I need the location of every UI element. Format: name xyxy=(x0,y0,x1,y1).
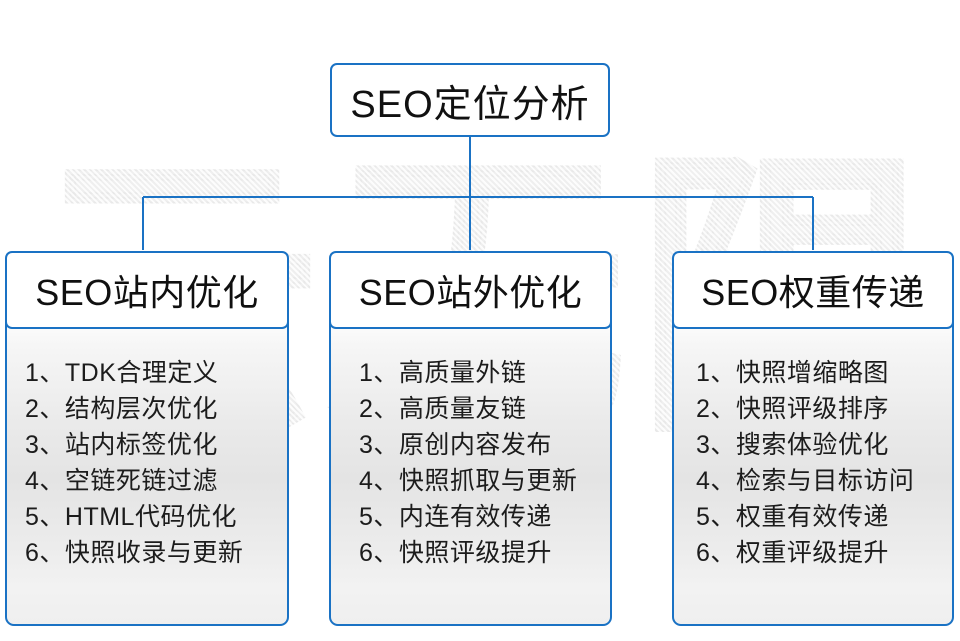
list-item[interactable]: 4、检索与目标访问 xyxy=(696,467,915,495)
list-item[interactable]: 5、权重有效传递 xyxy=(696,503,889,531)
root-node[interactable]: SEO定位分析 xyxy=(330,63,610,137)
branch-3-header-label: SEO权重传递 xyxy=(701,272,925,313)
list-item[interactable]: 6、快照收录与更新 xyxy=(25,539,244,567)
list-item[interactable]: 3、原创内容发布 xyxy=(359,431,552,459)
list-item[interactable]: 1、快照增缩略图 xyxy=(696,359,889,387)
branch-2-item-list: 1、高质量外链 2、高质量友链 3、原创内容发布 4、快照抓取与更新 5、内连有… xyxy=(331,355,610,571)
list-item[interactable]: 5、内连有效传递 xyxy=(359,503,552,531)
branch-2-header[interactable]: SEO站外优化 xyxy=(329,251,612,329)
branch-1-header-label: SEO站内优化 xyxy=(35,272,259,313)
list-item[interactable]: 6、快照评级提升 xyxy=(359,539,552,567)
list-item[interactable]: 1、TDK合理定义 xyxy=(25,359,219,387)
branch-2-body: 1、高质量外链 2、高质量友链 3、原创内容发布 4、快照抓取与更新 5、内连有… xyxy=(329,319,612,626)
branch-3-header[interactable]: SEO权重传递 xyxy=(672,251,954,329)
list-item[interactable]: 4、快照抓取与更新 xyxy=(359,467,578,495)
list-item[interactable]: 2、结构层次优化 xyxy=(25,395,218,423)
list-item[interactable]: 1、高质量外链 xyxy=(359,359,527,387)
branch-2-header-label: SEO站外优化 xyxy=(358,272,583,313)
list-item[interactable]: 2、快照评级排序 xyxy=(696,395,889,423)
list-item[interactable]: 4、空链死链过滤 xyxy=(25,467,218,495)
branch-1-body: 1、TDK合理定义 2、结构层次优化 3、站内标签优化 4、空链死链过滤 5、H… xyxy=(5,319,289,626)
branch-3-body: 1、快照增缩略图 2、快照评级排序 3、搜索体验优化 4、检索与目标访问 5、权… xyxy=(672,319,954,626)
list-item[interactable]: 6、权重评级提升 xyxy=(696,539,889,567)
branch-3-item-list: 1、快照增缩略图 2、快照评级排序 3、搜索体验优化 4、检索与目标访问 5、权… xyxy=(674,355,952,571)
branch-1-item-list: 1、TDK合理定义 2、结构层次优化 3、站内标签优化 4、空链死链过滤 5、H… xyxy=(7,355,287,571)
root-node-label: SEO定位分析 xyxy=(350,83,590,126)
list-item[interactable]: 3、搜索体验优化 xyxy=(696,431,889,459)
list-item[interactable]: 2、高质量友链 xyxy=(359,395,527,423)
list-item[interactable]: 3、站内标签优化 xyxy=(25,431,218,459)
list-item[interactable]: 5、HTML代码优化 xyxy=(25,503,237,531)
branch-1-header[interactable]: SEO站内优化 xyxy=(5,251,289,329)
